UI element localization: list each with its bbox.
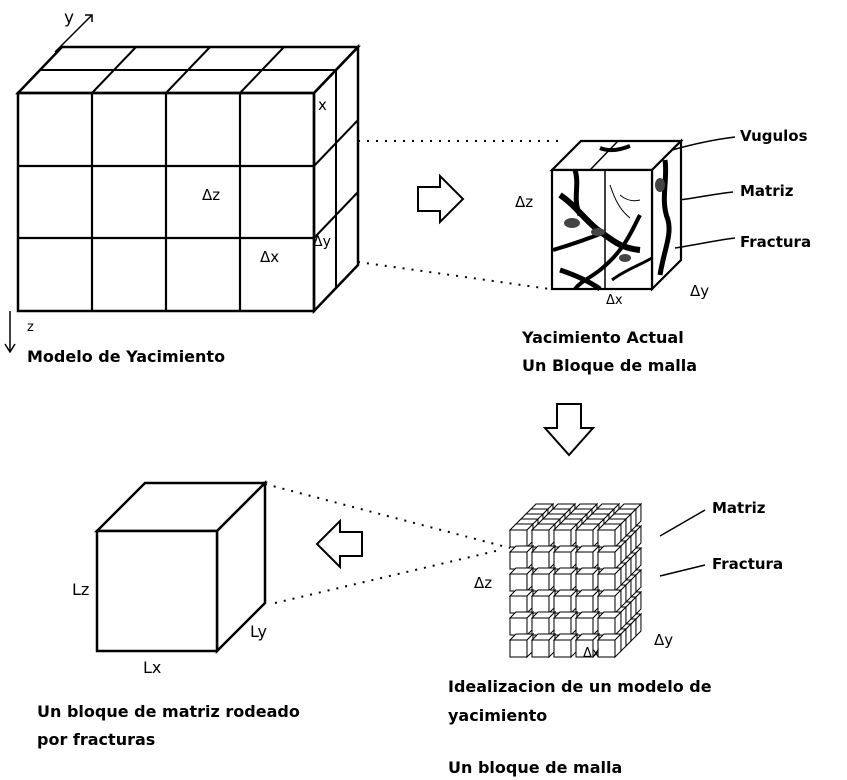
grid-delta-y-label: Δy bbox=[313, 234, 331, 250]
matrix-ly-label: Ly bbox=[250, 622, 267, 641]
arrow-left-icon bbox=[315, 518, 363, 570]
matrix-sub-cube bbox=[509, 589, 534, 614]
matrix-sub-cube bbox=[575, 611, 600, 636]
label-fractura-actual: Fractura bbox=[740, 233, 811, 251]
ideal-caption-line3: Un bloque de malla bbox=[448, 758, 622, 777]
ideal-delta-x: Δx bbox=[583, 646, 600, 661]
axis-y-label: y bbox=[64, 8, 74, 28]
matrix-sub-cube bbox=[597, 567, 622, 592]
arrow-right-icon bbox=[417, 173, 465, 225]
axis-x-label: x bbox=[318, 96, 327, 114]
matrix-sub-cube bbox=[509, 611, 534, 636]
matrix-lx-label: Lx bbox=[143, 658, 161, 677]
projection-lines-top bbox=[357, 140, 560, 290]
actual-reservoir-block bbox=[549, 138, 684, 292]
matrix-sub-cube bbox=[553, 567, 578, 592]
matrix-caption-line2: por fracturas bbox=[37, 730, 155, 749]
actual-delta-z: Δz bbox=[515, 193, 533, 211]
label-vugulos: Vugulos bbox=[740, 127, 808, 145]
ideal-caption-line2: yacimiento bbox=[448, 706, 547, 725]
label-fractura-ideal: Fractura bbox=[712, 555, 783, 573]
projection-lines-bottom bbox=[264, 483, 511, 604]
matrix-sub-cube bbox=[597, 545, 622, 570]
idealized-block-pointers bbox=[659, 509, 706, 577]
matrix-sub-cube bbox=[509, 633, 534, 658]
matrix-sub-cube bbox=[509, 545, 534, 570]
matrix-sub-cube bbox=[531, 589, 556, 614]
matrix-sub-cube bbox=[575, 567, 600, 592]
matrix-sub-cube bbox=[509, 523, 534, 548]
matrix-sub-cube bbox=[575, 589, 600, 614]
matrix-sub-cube bbox=[597, 589, 622, 614]
matrix-sub-cube bbox=[597, 611, 622, 636]
matrix-lz-label: Lz bbox=[72, 580, 89, 599]
actual-delta-x: Δx bbox=[606, 293, 623, 308]
label-matriz-actual: Matriz bbox=[740, 182, 794, 200]
matrix-sub-cube bbox=[575, 545, 600, 570]
axis-arrows bbox=[4, 14, 93, 354]
label-matriz-ideal: Matriz bbox=[712, 499, 766, 517]
grid-delta-x-label: Δx bbox=[260, 248, 279, 266]
actual-delta-y: Δy bbox=[690, 282, 709, 300]
arrow-down-icon bbox=[542, 403, 596, 457]
matrix-sub-cube bbox=[531, 611, 556, 636]
matrix-sub-cube bbox=[553, 633, 578, 658]
matrix-sub-cube bbox=[531, 545, 556, 570]
ideal-delta-y: Δy bbox=[654, 631, 673, 649]
matrix-caption-line1: Un bloque de matriz rodeado bbox=[37, 702, 300, 721]
actual-block-pointers bbox=[671, 136, 736, 249]
reservoir-model-caption: Modelo de Yacimiento bbox=[27, 347, 225, 366]
matrix-sub-cube bbox=[597, 633, 622, 658]
matrix-sub-cube bbox=[553, 545, 578, 570]
matrix-block-cube bbox=[93, 479, 269, 655]
axis-z-label: z bbox=[27, 320, 34, 335]
matrix-sub-cube bbox=[531, 523, 556, 548]
matrix-sub-cube bbox=[509, 567, 534, 592]
reservoir-grid-model bbox=[15, 43, 361, 315]
matrix-sub-cube bbox=[597, 523, 622, 548]
ideal-delta-z: Δz bbox=[474, 574, 492, 592]
matrix-sub-cube bbox=[531, 633, 556, 658]
matrix-sub-cube bbox=[553, 611, 578, 636]
matrix-sub-cube bbox=[553, 523, 578, 548]
grid-delta-z-label: Δz bbox=[202, 186, 220, 204]
matrix-sub-cube bbox=[575, 523, 600, 548]
matrix-sub-cube bbox=[553, 589, 578, 614]
matrix-sub-cube bbox=[531, 567, 556, 592]
actual-caption-line2: Un Bloque de malla bbox=[522, 356, 697, 375]
actual-caption-line1: Yacimiento Actual bbox=[521, 328, 684, 347]
idealized-grid-block bbox=[509, 503, 642, 658]
ideal-caption-line1: Idealizacion de un modelo de bbox=[448, 677, 712, 696]
